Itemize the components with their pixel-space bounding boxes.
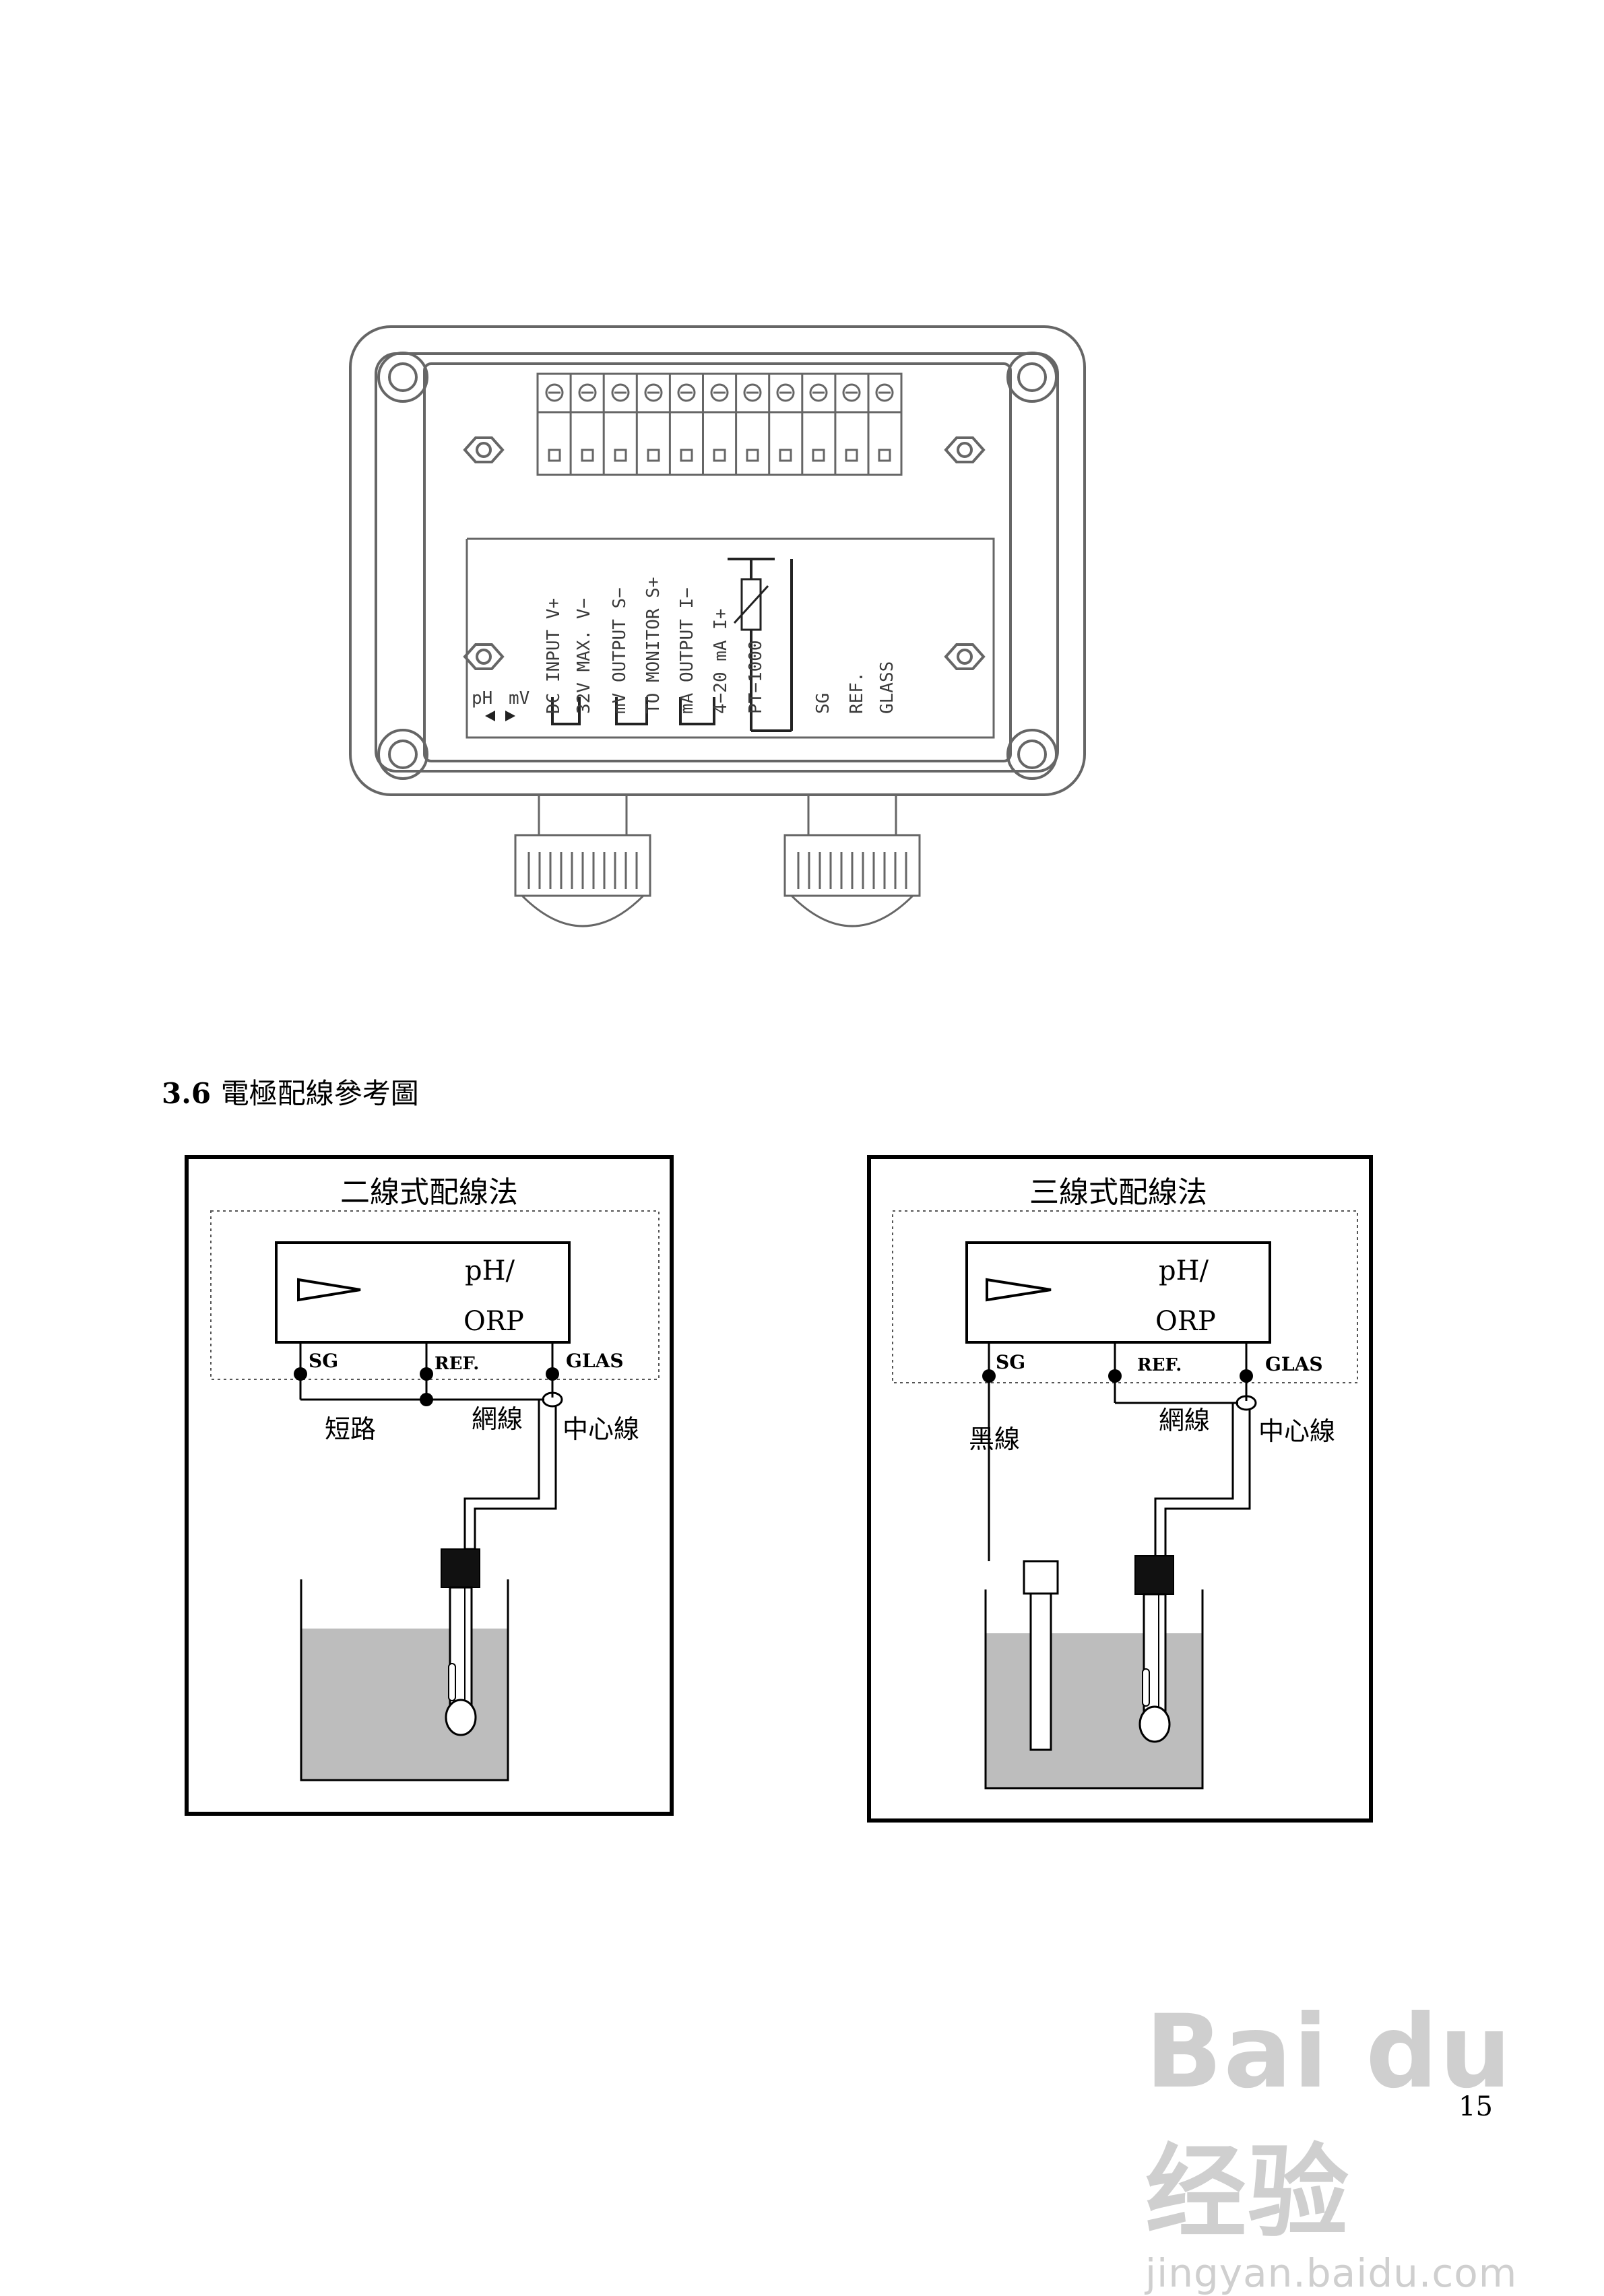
- three-wire-terminal-glass: GLAS: [1265, 1353, 1323, 1375]
- two-wire-terminal-sg: SG: [309, 1350, 338, 1372]
- three-wire-dotted-box: [892, 1210, 1358, 1383]
- three-wire-device-line1: pH/: [1159, 1255, 1209, 1286]
- three-wire-terminal-sg: SG: [996, 1351, 1025, 1373]
- terminal-screw: [710, 383, 729, 402]
- three-wire-shield-label: 網線: [1159, 1406, 1210, 1435]
- two-wire-device-line1: pH/: [465, 1255, 515, 1286]
- three-wire-center-label: 中心線: [1258, 1416, 1335, 1446]
- three-wire-terminal-ref: REF.: [1137, 1355, 1182, 1375]
- terminal-screw: [776, 383, 795, 402]
- plate-label: GLASS: [877, 661, 897, 714]
- three-wire-title: 三線式配線法: [1029, 1175, 1207, 1210]
- two-wire-short-label: 短路: [325, 1414, 376, 1444]
- watermark-brand: Bai du 经验: [1145, 1994, 1513, 2252]
- terminal-screw: [743, 383, 762, 402]
- watermark-url: jingyan.baidu.com: [1145, 2250, 1518, 2296]
- two-wire-terminal-glass: GLAS: [566, 1350, 624, 1372]
- two-wire-solution: [301, 1629, 508, 1780]
- section-number: 3.6: [162, 1077, 212, 1110]
- two-wire-device: [275, 1241, 571, 1344]
- terminal-screw: [809, 383, 828, 402]
- three-wire-beaker: [984, 1589, 1204, 1790]
- three-wire-electrode-cap: [1134, 1555, 1174, 1595]
- two-wire-title: 二線式配線法: [340, 1175, 518, 1210]
- terminal-slot: [581, 449, 594, 462]
- plate-label: REF.: [847, 671, 867, 714]
- terminal-slot: [680, 449, 693, 462]
- section-title: 電極配線參考圖: [220, 1077, 419, 1110]
- two-wire-electrode-cap: [441, 1548, 480, 1588]
- enclosure-cavity: [423, 362, 1012, 762]
- two-wire-dotted-box: [210, 1210, 660, 1380]
- plate-label: 4−20 mA I+: [711, 608, 731, 714]
- terminal-block: [536, 372, 903, 476]
- terminal-screw: [611, 383, 630, 402]
- three-wire-solution: [986, 1633, 1202, 1788]
- label-plate: [466, 537, 995, 739]
- terminal-slot: [647, 449, 660, 462]
- selector-ph: pH: [472, 688, 492, 709]
- terminal-slot: [812, 449, 825, 462]
- plate-label: TO MONITOR S+: [643, 577, 664, 715]
- section-heading: 3.6 電極配線參考圖: [162, 1071, 419, 1112]
- plate-label: mA OUTPUT I−: [677, 587, 697, 714]
- plate-label: PT−1000: [746, 640, 766, 714]
- terminal-slot: [845, 449, 858, 462]
- three-wire-black-label: 黑線: [969, 1424, 1020, 1454]
- two-wire-shield-label: 網線: [472, 1404, 523, 1434]
- terminal-screw: [644, 383, 663, 402]
- two-wire-amp-icon: [297, 1278, 361, 1302]
- terminal-screw: [545, 383, 564, 402]
- plate-label: SG: [813, 693, 833, 714]
- plate-label: DC INPUT V+: [544, 598, 564, 714]
- two-wire-terminal-ref: REF.: [435, 1354, 479, 1374]
- terminal-slot: [779, 449, 792, 462]
- three-wire-device-line2: ORP: [1155, 1306, 1216, 1337]
- two-wire-electrode-bulb: [445, 1699, 477, 1736]
- three-wire-electrode-bulb: [1138, 1705, 1171, 1743]
- three-wire-ground-rod: [1029, 1592, 1052, 1751]
- two-wire-beaker: [300, 1579, 509, 1781]
- plate-label: mV OUTPUT S−: [610, 587, 630, 714]
- terminal-slot: [614, 449, 627, 462]
- terminal-screw: [842, 383, 861, 402]
- three-wire-device: [965, 1241, 1271, 1344]
- enclosure-inner-lip: [375, 352, 1059, 773]
- terminal-slot: [746, 449, 759, 462]
- terminal-slot: [548, 449, 561, 462]
- two-wire-device-line2: ORP: [463, 1306, 524, 1337]
- three-wire-frame: [867, 1155, 1373, 1823]
- terminal-screw: [677, 383, 696, 402]
- plate-label: 32V MAX. V−: [574, 598, 594, 714]
- two-wire-frame: [185, 1155, 674, 1816]
- terminal-slot: [713, 449, 726, 462]
- page-number: 15: [1458, 2091, 1493, 2122]
- terminal-screw: [875, 383, 894, 402]
- three-wire-ground-cap: [1023, 1560, 1059, 1595]
- terminal-screw: [578, 383, 597, 402]
- selector-mv: mV: [509, 688, 530, 709]
- three-wire-amp-icon: [986, 1278, 1052, 1302]
- enclosure-outer: [349, 325, 1086, 796]
- two-wire-center-label: 中心線: [563, 1414, 639, 1444]
- terminal-slot: [878, 449, 891, 462]
- baidu-watermark: Bai du 经验 jingyan.baidu.com: [1145, 1994, 1604, 2296]
